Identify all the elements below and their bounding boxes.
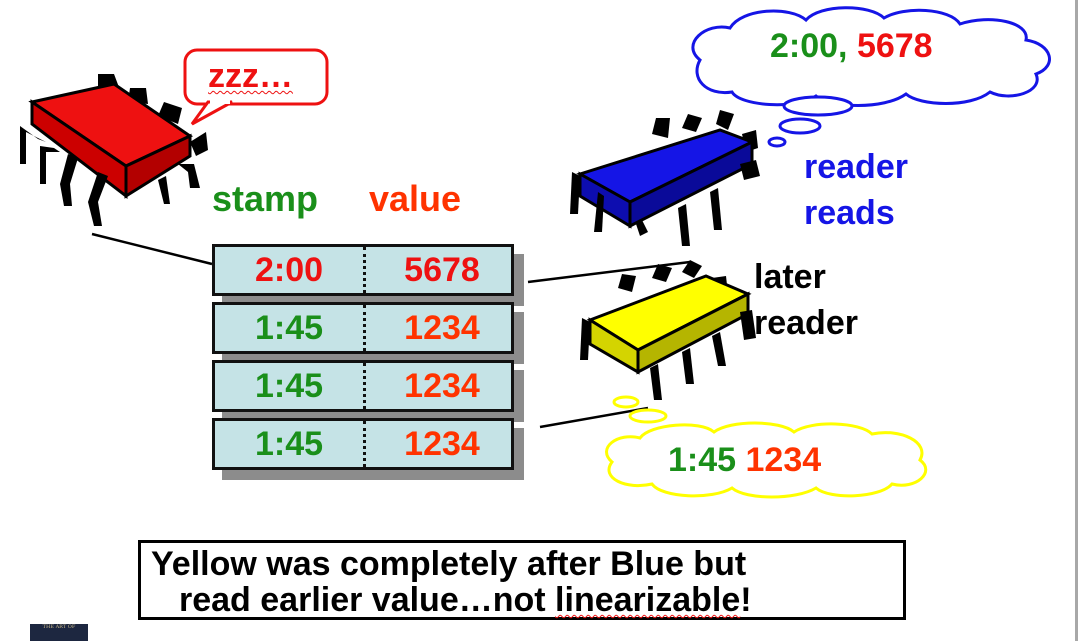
cell-divider [363,421,366,467]
caption-line2-start: read earlier value…not [179,581,556,619]
reader-reads-label: reader reads [804,144,908,236]
stamp-cell: 1:45 [254,309,324,347]
stamp-cell: 1:45 [254,367,324,405]
blue-thought-value: 5678 [856,27,933,65]
reader-reads-line1: reader [804,148,908,186]
value-cell: 1234 [404,425,480,463]
cell-divider [363,305,366,351]
value-column-header: value [369,178,462,219]
caption-line2-end: ! [740,581,752,619]
yellow-thought-stamp: 1:45 [668,441,737,479]
caption-box: Yellow was completely after Blue but rea… [138,540,906,620]
yellow-thought-value: 1234 [745,441,822,479]
blue-thought-text: 2:00, 5678 [770,27,933,66]
blue-reader-chip [570,110,760,246]
register-row: 1:45 1234 [212,360,514,412]
blue-thought-stamp: 2:00, [770,27,848,65]
yellow-thought-text: 1:45 1234 [668,441,821,480]
book-logo: THE ART OF [30,624,88,641]
blue-connector-line [527,260,691,284]
yellow-thought-cloud [605,395,928,499]
caption-line1: Yellow was completely after Blue but [151,545,747,583]
reader-reads-line2: reads [804,194,895,232]
red-connector-line [91,232,213,266]
yellow-connector-line [539,406,649,429]
stamp-cell: 2:00 [254,251,324,289]
register-row: 2:00 5678 [212,244,514,296]
caption-linearizable-word: linearizable [555,581,741,619]
stamp-column-header: stamp [212,178,319,219]
value-cell: 1234 [404,309,480,347]
value-cell: 1234 [404,367,480,405]
stamp-cell: 1:45 [254,425,324,463]
register-table: 2:00 5678 1:45 1234 1:45 1234 1:45 1234 [212,244,514,476]
blue-thought-cloud [691,6,1051,148]
later-reader-line1: later [754,258,826,296]
speech-bubble-shape [183,48,329,126]
later-reader-line2: reader [754,304,858,342]
caption-line2: read earlier value…not linearizable! [179,581,752,620]
later-reader-label: later reader [754,254,858,346]
speech-bubble-text: zzz… [208,57,293,95]
book-logo-text: THE ART OF [42,624,76,630]
slide-border [1075,0,1078,641]
red-writer-chip [20,74,208,226]
cell-divider [363,247,366,293]
yellow-reader-chip [580,260,756,400]
register-row: 1:45 1234 [212,418,514,470]
value-cell: 5678 [404,251,480,289]
register-row: 1:45 1234 [212,302,514,354]
cell-divider [363,363,366,409]
